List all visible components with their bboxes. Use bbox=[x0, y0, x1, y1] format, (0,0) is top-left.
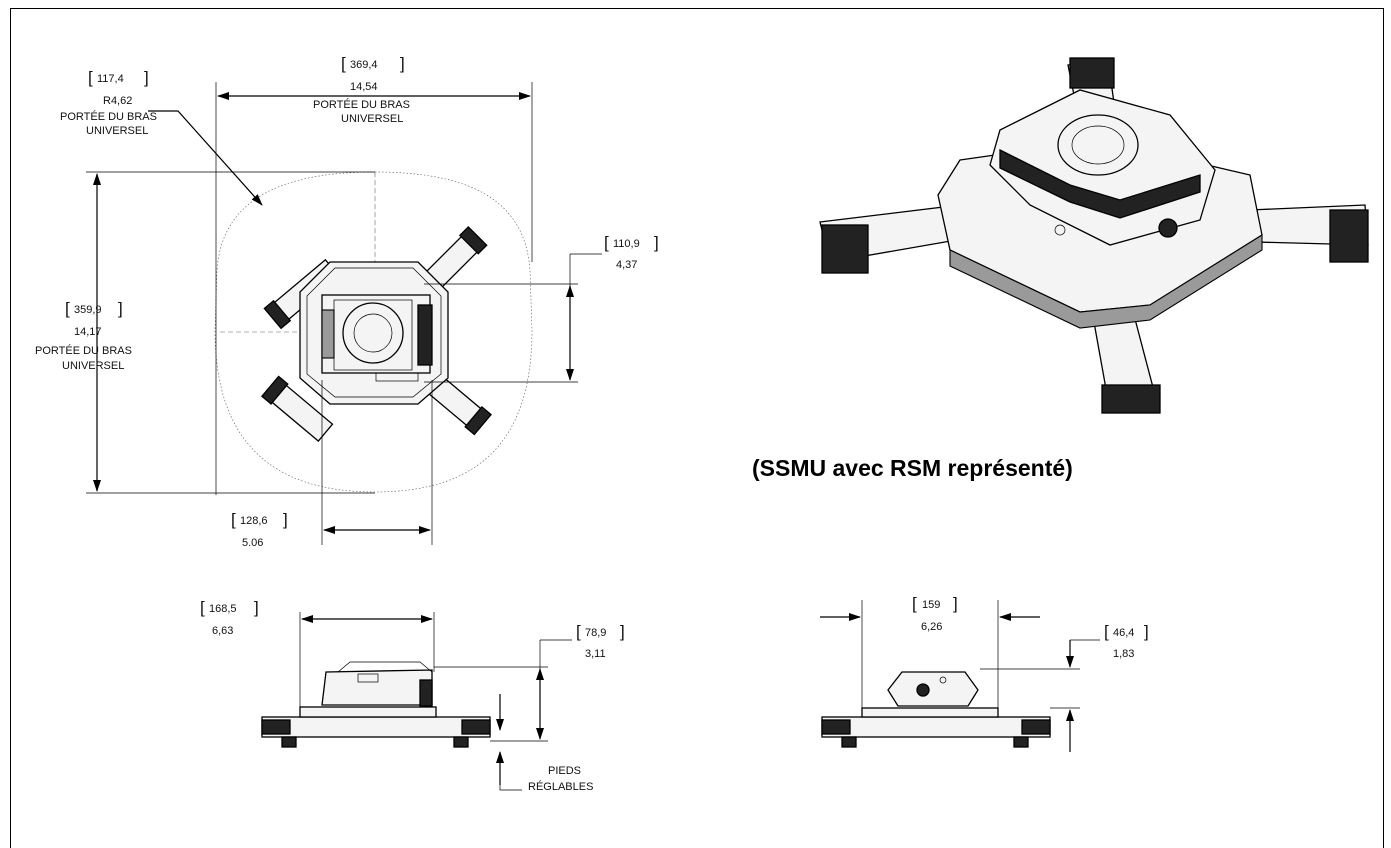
svg-text:]: ] bbox=[953, 594, 958, 613]
svg-text:[: [ bbox=[341, 54, 346, 73]
figure-caption: (SSMU avec RSM représenté) bbox=[752, 455, 1073, 481]
side-left-mount bbox=[321, 669, 433, 706]
svg-text:]: ] bbox=[144, 68, 149, 87]
side-left-width-mm: 168,5 bbox=[209, 603, 237, 615]
side-view-right bbox=[820, 600, 1100, 752]
iso-mount-ring bbox=[1057, 114, 1139, 176]
arm-height-inch: 14,17 bbox=[74, 326, 102, 338]
mount-ring bbox=[342, 302, 404, 364]
arm-radius-label-2: UNIVERSEL bbox=[86, 125, 148, 137]
isometric-view bbox=[819, 57, 1369, 414]
side-left-base bbox=[261, 716, 491, 738]
svg-text:]: ] bbox=[1144, 622, 1149, 641]
base-width-inch: 5.06 bbox=[242, 537, 263, 549]
arm-radius-mm: 117,4 bbox=[97, 73, 124, 85]
side-left-height-inch: 3,11 bbox=[585, 648, 606, 660]
svg-text:[: [ bbox=[576, 622, 581, 641]
side-left-height-mm: 78,9 bbox=[585, 627, 606, 639]
arm-height-label-1: PORTÉE DU BRAS bbox=[35, 344, 132, 357]
svg-text:]: ] bbox=[400, 54, 405, 73]
svg-text:]: ] bbox=[283, 510, 288, 529]
svg-text:[: [ bbox=[912, 594, 917, 613]
side-right-width-mm: 159 bbox=[922, 599, 940, 611]
arm-radius-inch: R4,62 bbox=[103, 95, 132, 107]
arm-width-label-1: PORTÉE DU BRAS bbox=[313, 98, 410, 111]
arm-width-inch: 14,54 bbox=[350, 81, 378, 93]
side-left-foot-1 bbox=[281, 736, 297, 748]
drawing-border bbox=[10, 8, 1384, 848]
side-left-foot-2 bbox=[453, 736, 469, 748]
top-view-labels: [ ] 117,4 R4,62 PORTÉE DU BRAS UNIVERSEL… bbox=[35, 54, 659, 549]
arm-width-mm: 369,4 bbox=[350, 59, 378, 71]
svg-text:[: [ bbox=[231, 510, 236, 529]
leader-arm-radius bbox=[148, 110, 263, 206]
side-right-mount bbox=[887, 671, 979, 707]
side-view-right-labels: [ ] 159 6,26 [ ] 46,4 1,83 bbox=[912, 594, 1149, 660]
svg-text:[: [ bbox=[88, 68, 93, 87]
svg-text:[: [ bbox=[200, 598, 205, 617]
side-right-height-inch: 1,83 bbox=[1113, 648, 1134, 660]
feet-label-2: RÉGLABLES bbox=[528, 780, 593, 793]
side-right-base bbox=[821, 716, 1051, 738]
arm-width-label-2: UNIVERSEL bbox=[341, 113, 403, 125]
top-view bbox=[86, 82, 602, 545]
side-right-foot-1 bbox=[841, 736, 857, 748]
svg-text:[: [ bbox=[65, 299, 70, 318]
svg-text:]: ] bbox=[254, 598, 259, 617]
side-right-foot-2 bbox=[1013, 736, 1029, 748]
svg-text:[: [ bbox=[604, 233, 609, 252]
side-right-width-inch: 6,26 bbox=[921, 621, 942, 633]
svg-text:]: ] bbox=[620, 622, 625, 641]
side-right-height-mm: 46,4 bbox=[1113, 627, 1134, 639]
side-view-left bbox=[261, 612, 572, 791]
side-left-width-inch: 6,63 bbox=[212, 625, 233, 637]
center-offset-inch: 4,37 bbox=[616, 259, 637, 271]
arm-height-mm: 359,9 bbox=[74, 304, 102, 316]
feet-label-1: PIEDS bbox=[548, 765, 581, 777]
arm-height-label-2: UNIVERSEL bbox=[62, 360, 124, 372]
svg-text:]: ] bbox=[654, 233, 659, 252]
center-offset-mm: 110,9 bbox=[613, 238, 640, 250]
arm-reach-envelope bbox=[214, 171, 533, 493]
svg-text:]: ] bbox=[118, 299, 123, 318]
arm-radius-label-1: PORTÉE DU BRAS bbox=[60, 110, 157, 123]
mount-latch bbox=[417, 304, 433, 366]
base-width-mm: 128,6 bbox=[240, 515, 268, 527]
side-view-left-labels: [ ] 168,5 6,63 [ ] 78,9 3,11 PIEDS RÉGLA… bbox=[200, 598, 625, 793]
svg-text:[: [ bbox=[1104, 622, 1109, 641]
